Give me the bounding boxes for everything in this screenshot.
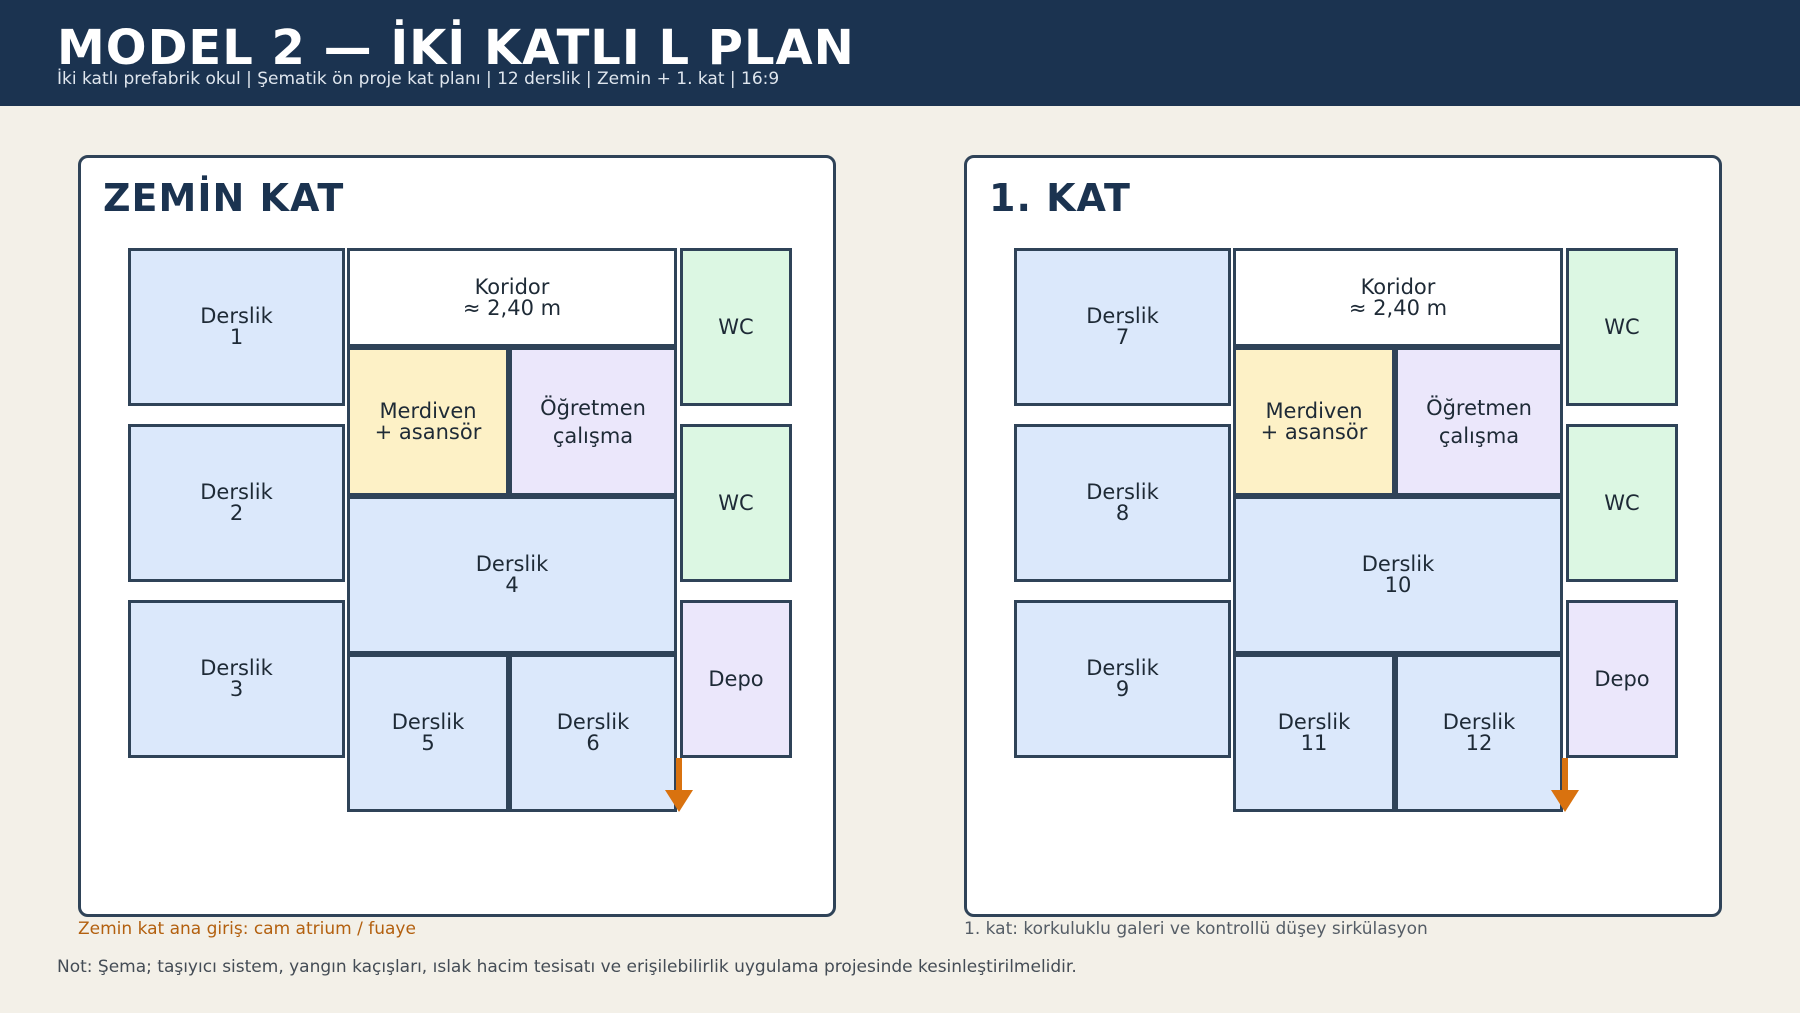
- room-classroom: Derslik 5: [347, 654, 509, 812]
- room-corridor: Koridor ≈ 2,40 m: [347, 248, 677, 347]
- room-classroom: Derslik 11: [1233, 654, 1395, 812]
- room-classroom: Derslik 3: [128, 600, 345, 758]
- floor-title: ZEMİN KAT: [103, 176, 345, 220]
- floor-plan-first: 1. KAT Derslik 7 Derslik 8 Derslik 9 Kor…: [964, 155, 1722, 917]
- room-wc: WC: [680, 424, 792, 582]
- page-title: MODEL 2 — İKİ KATLI L PLAN: [57, 20, 855, 76]
- room-classroom: Derslik 7: [1014, 248, 1231, 406]
- entrance-arrow-icon: [665, 758, 693, 812]
- page-subtitle: İki katlı prefabrik okul | Şematik ön pr…: [57, 69, 780, 89]
- room-classroom: Derslik 12: [1395, 654, 1563, 812]
- room-classroom: Derslik 6: [509, 654, 677, 812]
- room-classroom: Derslik 1: [128, 248, 345, 406]
- footnote: Not: Şema; taşıyıcı sistem, yangın kaçış…: [57, 957, 1077, 977]
- room-wc: WC: [1566, 248, 1678, 406]
- room-classroom: Derslik 10: [1233, 496, 1563, 654]
- room-wc: WC: [1566, 424, 1678, 582]
- room-corridor: Koridor ≈ 2,40 m: [1233, 248, 1563, 347]
- header-bar: MODEL 2 — İKİ KATLI L PLAN İki katlı pre…: [0, 0, 1800, 106]
- room-wc: WC: [680, 248, 792, 406]
- room-teacher-workroom: Öğretmen çalışma: [509, 347, 677, 496]
- room-classroom: Derslik 8: [1014, 424, 1231, 582]
- room-storage: Depo: [680, 600, 792, 758]
- room-storage: Depo: [1566, 600, 1678, 758]
- entrance-arrow-icon: [1551, 758, 1579, 812]
- floor-title: 1. KAT: [989, 176, 1131, 220]
- room-teacher-workroom: Öğretmen çalışma: [1395, 347, 1563, 496]
- room-stair-elevator: Merdiven + asansör: [347, 347, 509, 496]
- ground-floor-caption: Zemin kat ana giriş: cam atrium / fuaye: [78, 919, 416, 939]
- room-stair-elevator: Merdiven + asansör: [1233, 347, 1395, 496]
- room-classroom: Derslik 2: [128, 424, 345, 582]
- floor-plan-ground: ZEMİN KAT Derslik 1 Derslik 2 Derslik 3 …: [78, 155, 836, 917]
- room-classroom: Derslik 4: [347, 496, 677, 654]
- first-floor-caption: 1. kat: korkuluklu galeri ve kontrollü d…: [964, 919, 1428, 939]
- room-classroom: Derslik 9: [1014, 600, 1231, 758]
